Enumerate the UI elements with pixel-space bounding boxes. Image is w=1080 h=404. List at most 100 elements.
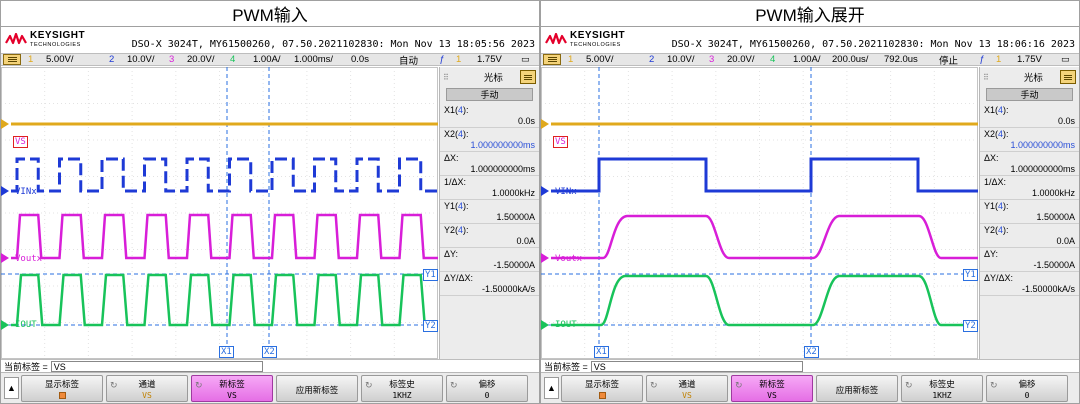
cursor-readout-row: ΔX:1.000000000ms (980, 152, 1079, 176)
ch4-number[interactable]: 4 (770, 54, 776, 65)
softkey-apply-label[interactable]: 应用新标签 (816, 375, 898, 402)
readout-label: Y1(4): (984, 201, 1009, 211)
cursor-readout-row: 1/ΔX:1.0000kHz (980, 176, 1079, 200)
keysight-wave-icon (545, 33, 567, 45)
model-datetime: DSO-X 3024T, MY61500260, 07.50.202110283… (131, 39, 535, 50)
knob-icon: ↻ (195, 380, 203, 390)
cursor-panel-title: 光标 (483, 73, 503, 84)
cursor-menu-icon[interactable] (1060, 70, 1076, 84)
ch1-scale[interactable]: 5.00V/ (586, 54, 614, 65)
cursor-x1-tag[interactable]: X1 (594, 346, 609, 358)
ch4-ground-marker (541, 320, 549, 330)
run-state[interactable]: 停止 (939, 55, 959, 67)
delay[interactable]: 792.0us (884, 54, 918, 65)
cursor-readout-row: ΔY:-1.50000A (440, 248, 539, 272)
trigger-level[interactable]: 1.75V (477, 54, 502, 65)
softkey-label-history[interactable]: ↻ 标签史 1KHZ (901, 375, 983, 402)
readout-label: X1(4): (444, 105, 469, 115)
softkey-offset[interactable]: ↻ 偏移 0 (446, 375, 528, 402)
readout-label: X1(4): (984, 105, 1009, 115)
trigger-channel[interactable]: 1 (996, 54, 1002, 65)
ch2-scale[interactable]: 10.0V/ (667, 54, 695, 65)
back-arrow-icon[interactable]: ▲ (544, 377, 559, 399)
trigger-level[interactable]: 1.75V (1017, 54, 1042, 65)
softkey-new-label[interactable]: ↻ 新标签 VS (731, 375, 813, 402)
ch1-number[interactable]: 1 (568, 54, 574, 65)
timebase[interactable]: 200.0us/ (832, 54, 869, 65)
cursor-readout-row: X1(4):0.0s (440, 104, 539, 128)
ch4-number[interactable]: 4 (230, 54, 236, 65)
readout-label: ΔY/ΔX: (444, 273, 474, 283)
screen-border (541, 67, 978, 359)
run-state[interactable]: 自动 (399, 55, 419, 67)
label-vinx: VINx (15, 187, 37, 197)
back-arrow-icon[interactable]: ▲ (4, 377, 19, 399)
softkey-show-labels[interactable]: 显示标签 (21, 375, 103, 402)
cursor-x2-tag[interactable]: X2 (804, 346, 819, 358)
checkbox-icon (598, 392, 606, 399)
ch2-number[interactable]: 2 (649, 54, 655, 65)
drag-handle-icon[interactable]: ⠿ (983, 72, 989, 82)
ch2-number[interactable]: 2 (109, 54, 115, 65)
ch4-ground-marker (1, 320, 9, 330)
ch1-ground-marker (1, 119, 9, 129)
waveform-display[interactable]: VS VINx Voutx IOUT X1 X2 Y1 Y2 (541, 67, 978, 359)
ch4-scale[interactable]: 1.00A/ (253, 54, 281, 65)
cursor-y2-tag[interactable]: Y2 (423, 320, 438, 332)
display-mode-icon[interactable]: ▭ (521, 54, 530, 64)
label-vs: VS (13, 136, 28, 148)
waveform-display[interactable]: VS VINx Voutx IOUT X1 X2 Y1 Y2 (1, 67, 438, 359)
ch3-number[interactable]: 3 (169, 54, 175, 65)
scope-header: KEYSIGHT TECHNOLOGIES DSO-X 3024T, MY615… (1, 27, 539, 53)
cursor-y1-tag[interactable]: Y1 (963, 269, 978, 281)
softkey-show-labels[interactable]: 显示标签 (561, 375, 643, 402)
menu-icon[interactable] (543, 54, 561, 65)
ch3-number[interactable]: 3 (709, 54, 715, 65)
menu-icon[interactable] (3, 54, 21, 65)
panel-title-left: PWM输入 (0, 0, 540, 27)
ch1-scale[interactable]: 5.00V/ (46, 54, 74, 65)
readout-label: Y2(4): (984, 225, 1009, 235)
softkey-apply-label[interactable]: 应用新标签 (276, 375, 358, 402)
knob-icon: ↻ (110, 380, 118, 390)
cursor-mode-button[interactable]: 手动 (986, 88, 1073, 101)
cursor-x1-tag[interactable]: X1 (219, 346, 234, 358)
cursor-readout-row: Y1(4):1.50000A (980, 200, 1079, 224)
cursor-y1-tag[interactable]: Y1 (423, 269, 438, 281)
softkey-label-history[interactable]: ↻ 标签史 1KHZ (361, 375, 443, 402)
brand-name: KEYSIGHT (570, 29, 626, 41)
cursor-y2-tag[interactable]: Y2 (963, 320, 978, 332)
label-iout: IOUT (15, 320, 37, 330)
softkey-new-label[interactable]: ↻ 新标签 VS (191, 375, 273, 402)
delay[interactable]: 0.0s (351, 54, 369, 65)
ch3-trace-voutx (11, 213, 438, 260)
cursor-mode-button[interactable]: 手动 (446, 88, 533, 101)
softkey-offset[interactable]: ↻ 偏移 0 (986, 375, 1068, 402)
drag-handle-icon[interactable]: ⠿ (443, 72, 449, 82)
softkey-channel[interactable]: ↻ 通道 VS (106, 375, 188, 402)
ch2-scale[interactable]: 10.0V/ (127, 54, 155, 65)
current-label-input[interactable]: VS (590, 360, 803, 372)
ch3-scale[interactable]: 20.0V/ (727, 54, 755, 65)
display-mode-icon[interactable]: ▭ (1061, 54, 1070, 64)
readout-value: -1.50000kA/s (1021, 284, 1075, 294)
ch4-scale[interactable]: 1.00A/ (793, 54, 821, 65)
cursor-x2-tag[interactable]: X2 (262, 346, 277, 358)
ch4-trace-iout (551, 274, 978, 327)
softkey-channel[interactable]: ↻ 通道 VS (646, 375, 728, 402)
label-voutx: Voutx (555, 254, 583, 264)
readout-label: Y1(4): (444, 201, 469, 211)
readout-label: 1/ΔX: (444, 177, 467, 187)
cursor-readout-row: 1/ΔX:1.0000kHz (440, 176, 539, 200)
channel-bar: 1 5.00V/ 2 10.0V/ 3 20.0V/ 4 1.00A/ 1.00… (1, 53, 539, 67)
ch3-ground-marker (541, 253, 549, 263)
ch3-scale[interactable]: 20.0V/ (187, 54, 215, 65)
trigger-channel[interactable]: 1 (456, 54, 462, 65)
ch1-number[interactable]: 1 (28, 54, 34, 65)
timebase[interactable]: 1.000ms/ (294, 54, 334, 65)
cursor-menu-icon[interactable] (520, 70, 536, 84)
cursor-readout-row: Y2(4):0.0A (440, 224, 539, 248)
current-label-input[interactable]: VS (50, 360, 263, 372)
